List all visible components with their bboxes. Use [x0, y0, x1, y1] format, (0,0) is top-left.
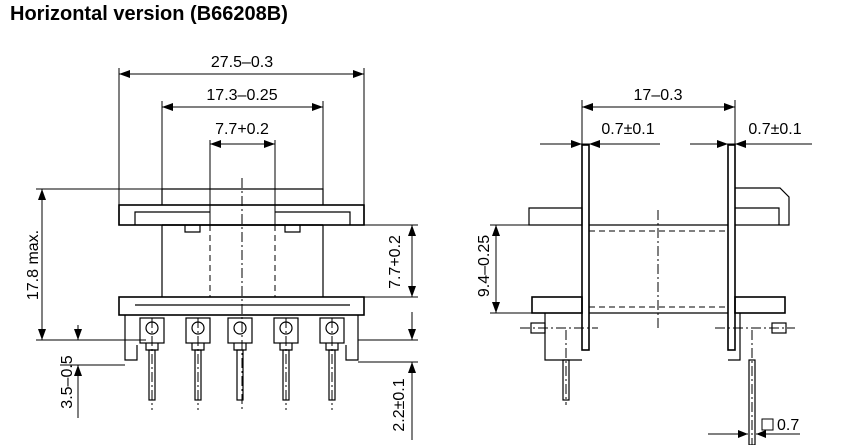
dim-base-height: 3.5–0.5 — [59, 355, 76, 408]
page-title: Horizontal version (B66208B) — [10, 3, 288, 25]
dim-flange-right: 0.7±0.1 — [748, 121, 801, 138]
square-symbol-icon — [761, 418, 774, 431]
dim-width-overall: 27.5–0.3 — [211, 54, 273, 71]
front-view — [118, 178, 365, 410]
side-pin-right — [748, 359, 756, 445]
right-foot — [734, 296, 786, 314]
top-flange-ridge — [161, 188, 324, 205]
side-dimensions: 17–0.3 0.7±0.1 0.7±0.1 9.4–0.25 0.7 — [476, 87, 812, 438]
left-foot — [531, 296, 583, 314]
pins — [148, 349, 336, 401]
dim-height-max: 17.8 max. — [25, 230, 42, 300]
right-flange — [727, 144, 736, 351]
dim-flange-left: 0.7±0.1 — [601, 121, 654, 138]
dim-pin-length: 2.2±0.1 — [391, 378, 408, 431]
dim-length: 17–0.3 — [634, 87, 683, 104]
bottom-flange — [118, 296, 365, 316]
dim-pin-square: 0.7 — [777, 417, 799, 434]
side-view — [520, 144, 795, 445]
side-pin-left — [562, 359, 570, 401]
dim-height: 9.4–0.25 — [476, 235, 493, 297]
dim-window-height: 7.7+0.2 — [387, 235, 404, 289]
dim-core-window: 7.7+0.2 — [215, 121, 269, 138]
dim-flange-inner: 17.3–0.25 — [206, 87, 277, 104]
front-dimensions: 27.5–0.3 17.3–0.25 7.7+0.2 17.8 max. 7.7… — [25, 54, 418, 440]
left-flange — [581, 144, 590, 351]
